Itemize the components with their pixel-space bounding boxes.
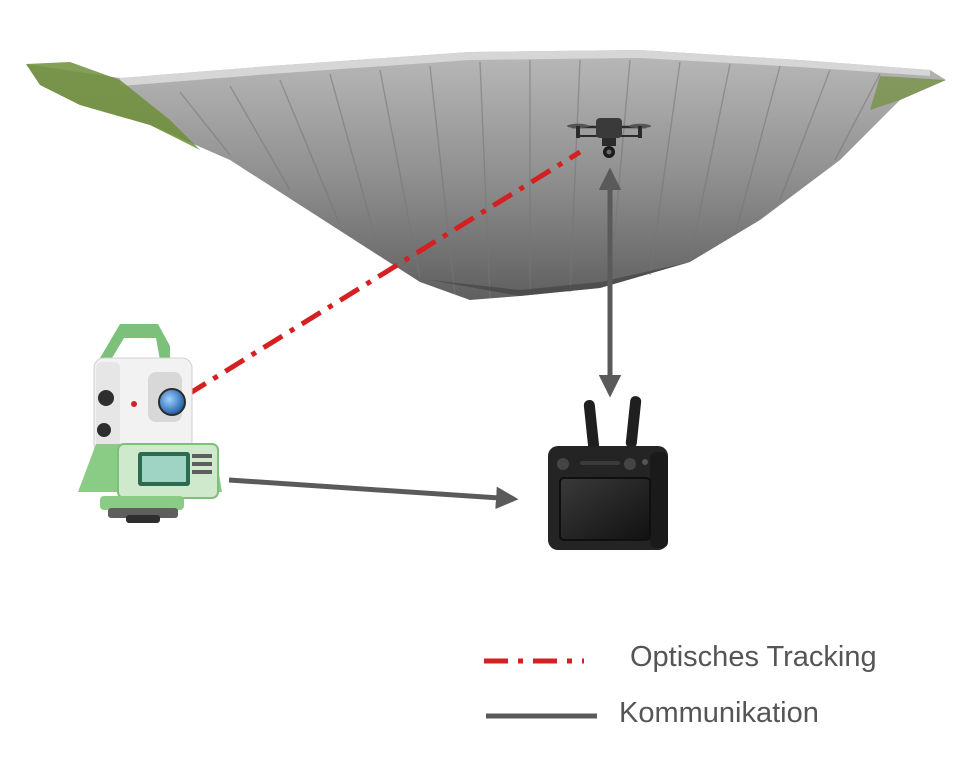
- remote-controller-icon: [548, 396, 668, 550]
- total-station-icon: [78, 324, 222, 523]
- vegetation-right: [870, 76, 946, 110]
- dam-crest: [120, 50, 930, 86]
- optical-tracking-line: [185, 149, 582, 398]
- drone-icon: [567, 118, 651, 158]
- legend-optical-tracking-label: Optisches Tracking: [630, 641, 877, 673]
- dam-image: [26, 50, 946, 300]
- dam-wall: [26, 50, 946, 300]
- legend-communication-label: Kommunikation: [619, 697, 819, 729]
- communication-arrow-station-controller: [228, 477, 519, 510]
- vegetation-left: [26, 62, 200, 150]
